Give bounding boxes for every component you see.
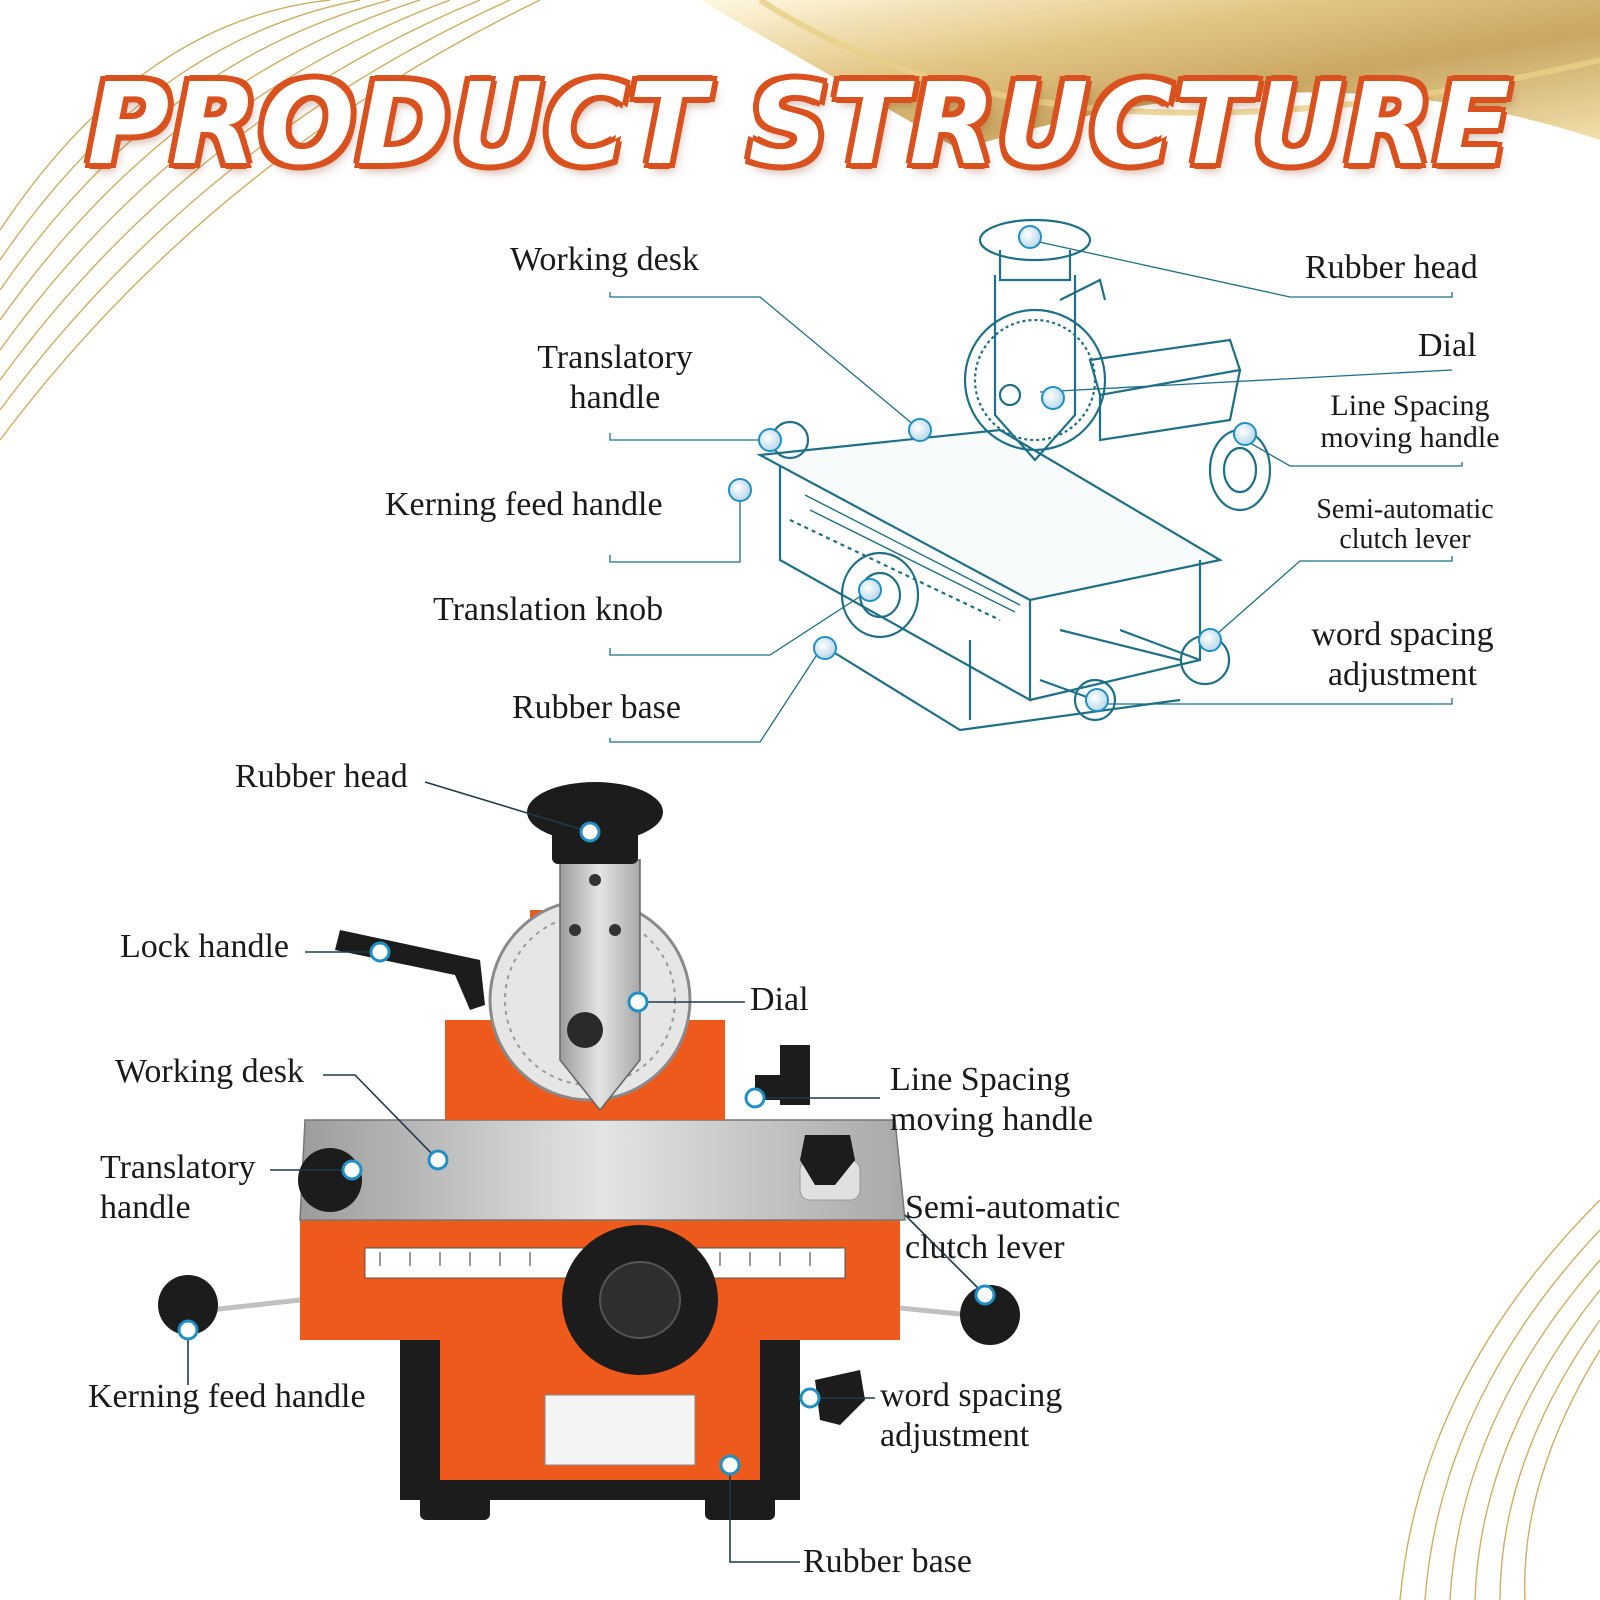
callout-dot-icon <box>758 428 782 452</box>
label-rubber-base-top: Rubber base <box>512 689 682 726</box>
label-clutch-lever-top: Semi-automatic clutch lever <box>1305 495 1505 555</box>
label-line-spacing-photo: Line Spacing moving handle <box>890 1060 1093 1140</box>
machine-illustration <box>158 782 1020 1520</box>
callout-dot-icon-group-bottom <box>177 821 996 1476</box>
label-translatory-handle-photo: Translatory handle <box>100 1148 256 1228</box>
callout-dot-icon <box>858 578 882 602</box>
label-working-desk-photo: Working desk <box>115 1053 304 1090</box>
label-line: clutch lever <box>1339 524 1471 555</box>
label-line: clutch lever <box>905 1229 1065 1266</box>
label-line: handle <box>100 1189 191 1226</box>
label-kerning-feed-handle-photo: Kerning feed handle <box>88 1378 366 1415</box>
label-line: word spacing <box>880 1377 1063 1414</box>
callout-dot-icon <box>799 1387 821 1409</box>
label-translatory-handle-top: Translatory handle <box>520 338 710 418</box>
label-rubber-base-photo: Rubber base <box>803 1543 973 1580</box>
gold-arc-decoration-bottom-right <box>1399 1199 1600 1600</box>
label-rubber-head-top: Rubber head <box>1305 249 1478 286</box>
callout-dot-icon <box>728 478 752 502</box>
callout-dot-icon <box>427 1149 449 1171</box>
gold-ribbon-top <box>700 0 1600 150</box>
callout-dot-icon <box>1085 688 1109 712</box>
machine-line-drawing <box>756 218 1272 732</box>
callout-dot-icon <box>744 1087 766 1109</box>
label-clutch-lever-photo: Semi-automatic clutch lever <box>905 1188 1120 1268</box>
label-line: Translatory <box>537 339 693 376</box>
label-line: word spacing <box>1311 616 1494 653</box>
label-lock-handle-photo: Lock handle <box>120 928 289 965</box>
callout-dot-icon <box>1041 386 1065 410</box>
callout-dot-icon <box>908 418 932 442</box>
gold-arc-decoration-top-left <box>0 0 541 441</box>
page-title: PRODUCT STRUCTURE <box>87 60 1513 190</box>
label-line: Line Spacing <box>1330 389 1490 422</box>
callout-dot-icon <box>341 1159 363 1181</box>
label-word-spacing-top: word spacing adjustment <box>1295 615 1510 695</box>
callout-dot-icon-group-top <box>728 225 1257 712</box>
callout-dot-icon <box>719 1454 741 1476</box>
label-line: handle <box>569 379 661 416</box>
callout-dot-icon <box>1233 422 1257 446</box>
callout-dot-icon <box>813 636 837 660</box>
label-line: moving handle <box>1320 421 1500 454</box>
label-dial-top: Dial <box>1418 327 1477 364</box>
label-line: Semi-automatic <box>1316 494 1494 525</box>
callout-dot-icon <box>1018 225 1042 249</box>
label-line: adjustment <box>880 1417 1030 1454</box>
leader-lines-top <box>609 239 1463 743</box>
label-working-desk-top: Working desk <box>510 241 699 278</box>
callout-dot-icon <box>579 821 601 843</box>
label-line: moving handle <box>890 1101 1094 1138</box>
label-word-spacing-photo: word spacing adjustment <box>880 1376 1062 1456</box>
label-line: adjustment <box>1327 656 1478 693</box>
label-line: Translatory <box>100 1149 256 1186</box>
label-line: Semi-automatic <box>905 1189 1121 1226</box>
label-line-spacing-top: Line Spacing moving handle <box>1305 390 1515 454</box>
label-translation-knob-top: Translation knob <box>433 591 664 628</box>
label-dial-photo: Dial <box>750 981 809 1018</box>
callout-dot-icon <box>974 1284 996 1306</box>
callout-dot-icon <box>627 991 649 1013</box>
callout-dot-icon <box>369 941 391 963</box>
label-line: Line Spacing <box>890 1061 1071 1098</box>
label-kerning-feed-handle-top: Kerning feed handle <box>385 486 663 523</box>
label-rubber-head-photo: Rubber head <box>235 758 408 795</box>
callout-dot-icon <box>1198 628 1222 652</box>
callout-dot-icon <box>177 1319 199 1341</box>
